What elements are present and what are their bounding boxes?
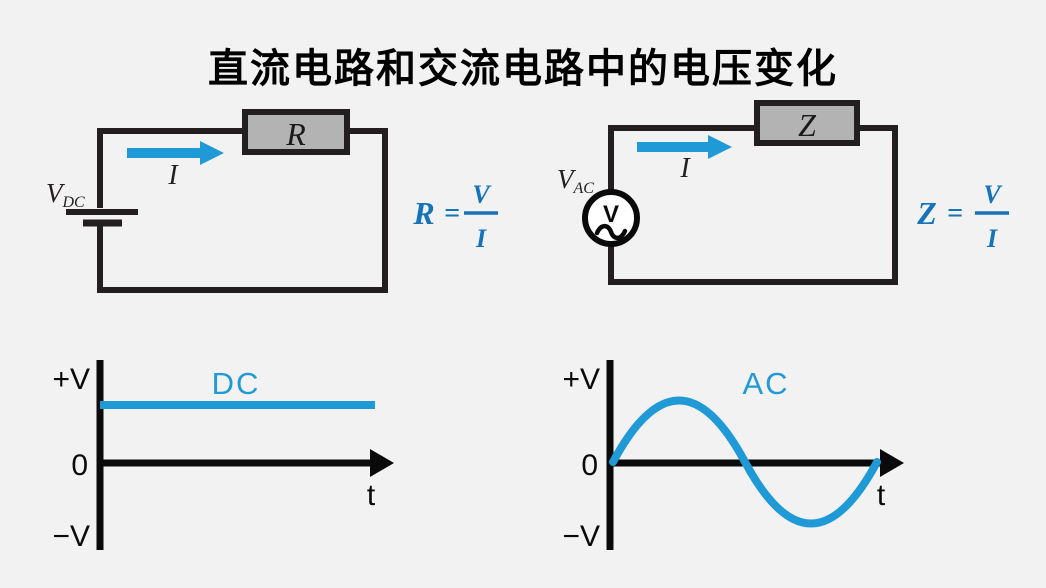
ac-waveform xyxy=(609,396,881,528)
ac-arrow-head xyxy=(708,135,732,159)
dc-formula-denominator: I xyxy=(475,224,487,253)
dc-waveform-label: DC xyxy=(212,366,261,401)
dc-circuit-wire xyxy=(97,128,388,293)
dc-graph-x-axis-arrow xyxy=(370,449,394,477)
ac-graph-minus-v-label: −V xyxy=(562,520,600,553)
resistor-box xyxy=(242,109,350,155)
dc-formula-numerator: V xyxy=(472,180,492,209)
ac-current-label: I xyxy=(679,153,691,184)
ac-graph: +V 0 −V t AC xyxy=(562,360,904,553)
vdc-label: VDC xyxy=(46,178,85,211)
vac-label: VAC xyxy=(557,164,594,197)
dc-current-arrow xyxy=(127,141,224,165)
ac-graph-t-label: t xyxy=(877,479,886,512)
ac-circuit-wire xyxy=(608,125,898,285)
dc-graph-zero-label: 0 xyxy=(71,449,88,482)
dc-circuit: VDC I R xyxy=(46,109,388,293)
dc-arrow-head xyxy=(200,141,224,165)
ac-graph-plus-v-label: +V xyxy=(562,363,600,396)
impedance-box xyxy=(754,100,860,146)
ac-circuit: V VAC I Z xyxy=(557,100,898,285)
dc-current-label: I xyxy=(167,160,179,191)
ac-formula-denominator: I xyxy=(986,224,998,253)
ac-current-arrow xyxy=(637,135,732,159)
dc-graph: +V 0 −V t DC xyxy=(52,360,394,553)
dc-formula-equals: = xyxy=(444,198,460,229)
battery-icon xyxy=(66,209,138,227)
dc-graph-minus-v-label: −V xyxy=(52,520,90,553)
ac-source-icon: V xyxy=(582,189,640,247)
ac-formula-numerator: V xyxy=(983,180,1003,209)
dc-formula-lhs: R xyxy=(412,195,434,231)
ac-formula: Z = V I xyxy=(916,180,1009,253)
impedance-label: Z xyxy=(798,107,817,143)
ac-formula-equals: = xyxy=(947,198,963,229)
resistor-label: R xyxy=(285,116,306,152)
tilde-icon xyxy=(594,223,628,241)
dc-formula: R = V I xyxy=(412,180,498,253)
dc-graph-plus-v-label: +V xyxy=(52,363,90,396)
ac-waveform-label: AC xyxy=(742,366,789,401)
ac-graph-zero-label: 0 xyxy=(581,449,598,482)
page-title: 直流电路和交流电路中的电压变化 xyxy=(208,47,838,91)
dc-graph-t-label: t xyxy=(367,479,376,512)
ac-formula-lhs: Z xyxy=(916,195,937,231)
ac-source-symbol: V xyxy=(603,201,619,228)
ac-graph-x-axis-arrow xyxy=(880,449,904,477)
